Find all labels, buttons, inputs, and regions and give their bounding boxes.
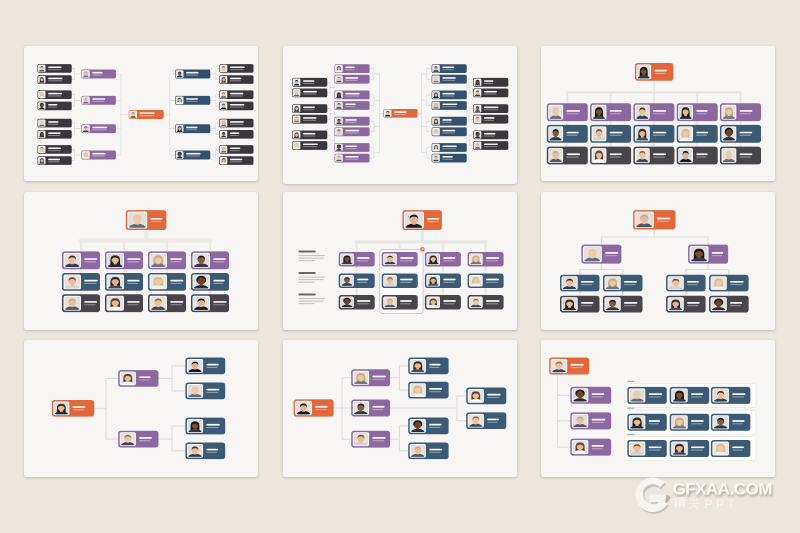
svg-text:GFXAA.COM: GFXAA.COM: [673, 480, 772, 499]
svg-text:PPT: PPT: [704, 497, 738, 511]
